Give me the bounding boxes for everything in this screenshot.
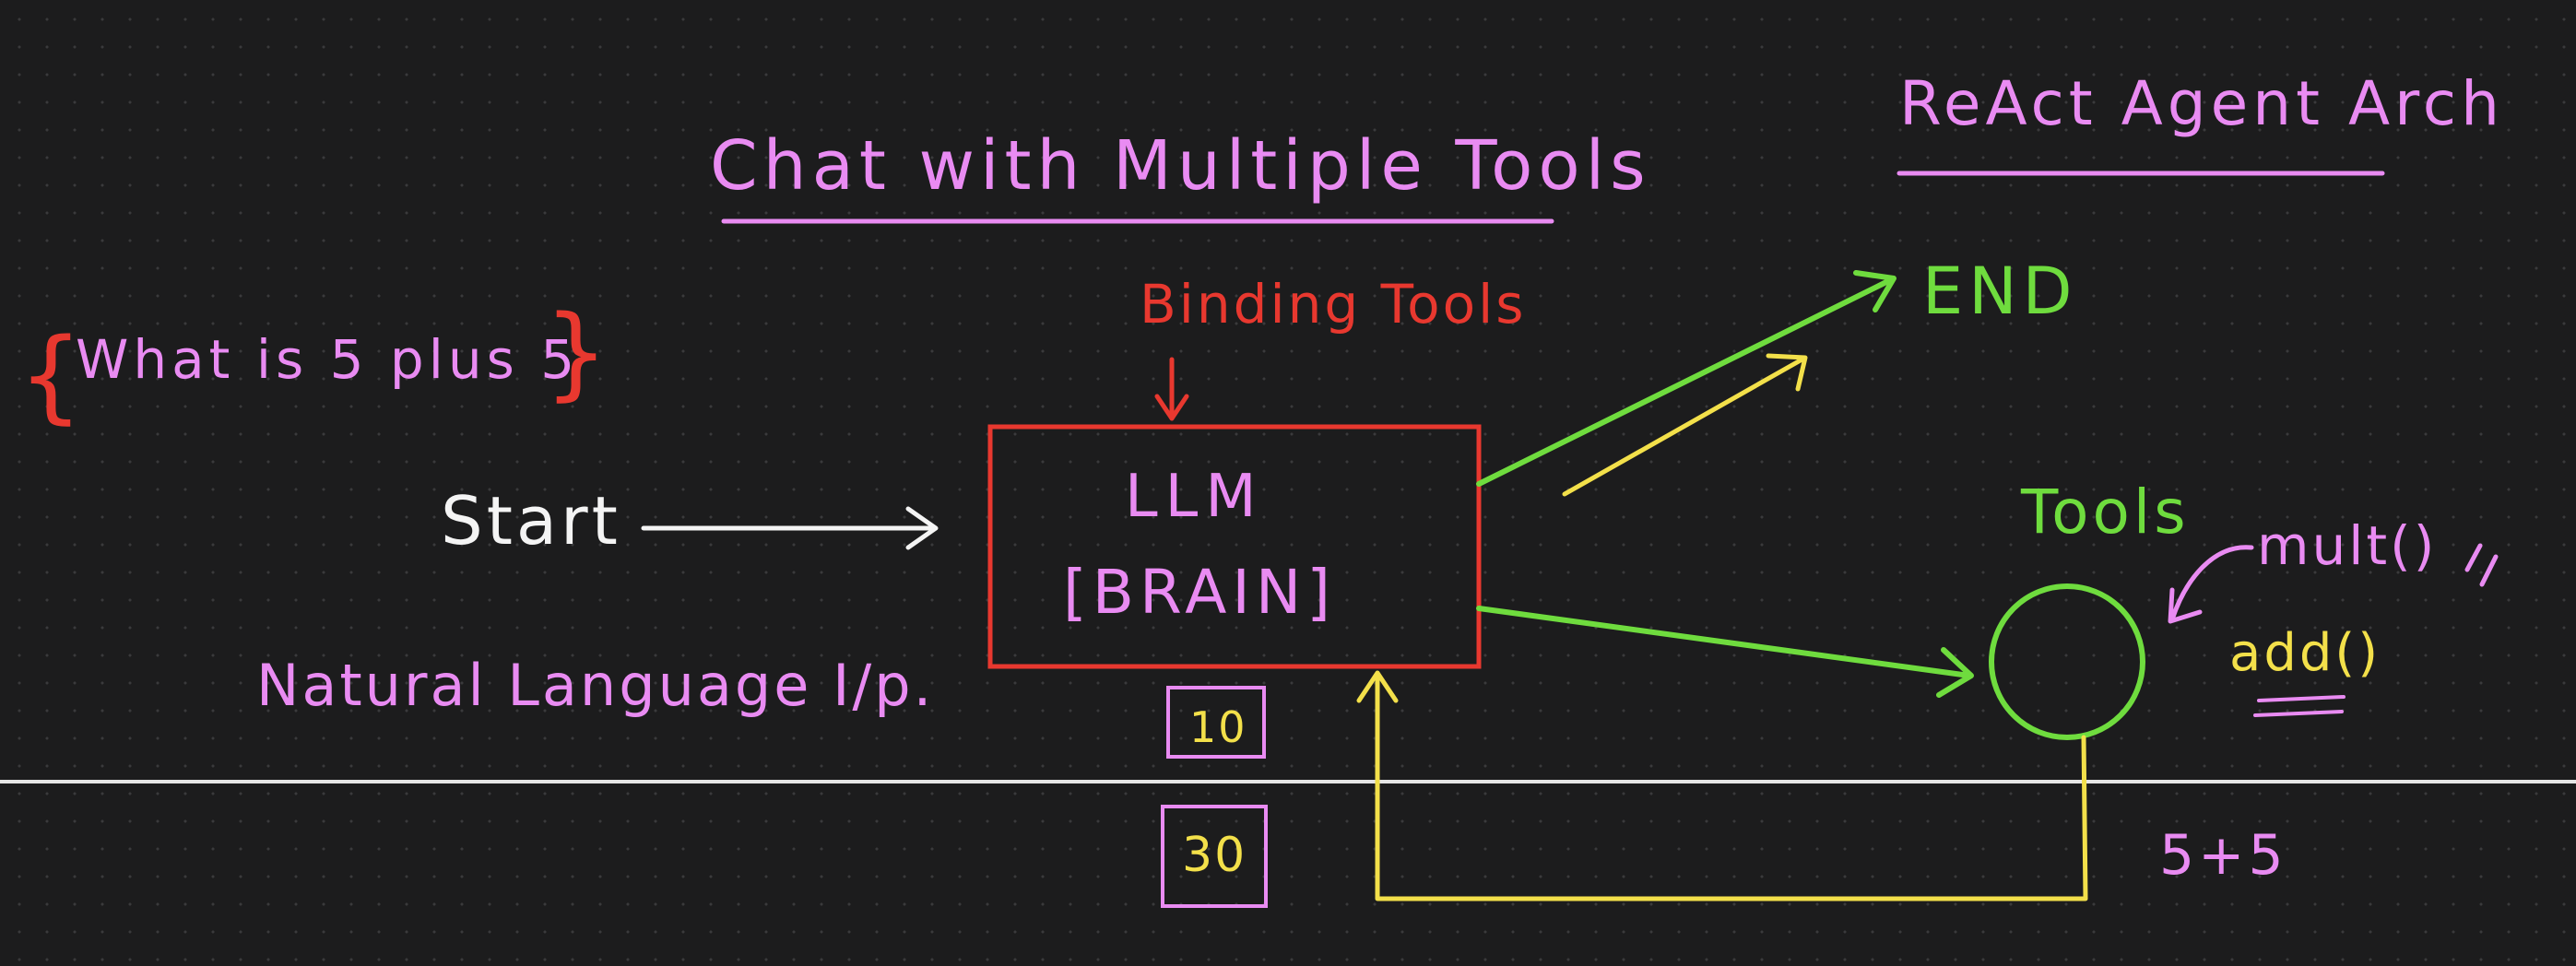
llm-to-tools-arrow (1476, 606, 1974, 698)
mult-slashes (2464, 543, 2499, 587)
tools-label: Tools (2020, 477, 2190, 548)
add-label: add() (2229, 623, 2381, 683)
llm-to-end-arrow (1476, 270, 1897, 487)
left-brace: { (18, 316, 83, 434)
end-label: END (1922, 253, 2078, 329)
main-title: Chat with Multiple Tools (710, 126, 1651, 206)
yellow-to-end-arrow (1562, 353, 1808, 497)
sum-expression: 5+5 (2159, 823, 2287, 888)
result-10-label: 10 (1189, 702, 1247, 752)
query-text: What is 5 plus 5 (76, 328, 579, 391)
corner-title: ReAct Agent Arch (1899, 68, 2504, 139)
llm-box (987, 424, 1482, 669)
add-underline (2253, 695, 2346, 717)
tools-to-llm-loop (1356, 670, 2088, 901)
mult-label: mult() (2257, 514, 2437, 577)
right-brace: } (544, 293, 609, 411)
result-10-box (1166, 686, 1266, 759)
natural-input-label: Natural Language I/p. (256, 652, 934, 719)
mult-arrow (2168, 545, 2254, 624)
binding-arrow (1154, 357, 1189, 421)
brain-label: [BRAIN] (1063, 557, 1336, 628)
binding-tools-label: Binding Tools (1140, 273, 1526, 336)
result-30-box (1161, 805, 1268, 908)
tools-node (1989, 583, 2145, 740)
start-label: Start (441, 482, 621, 560)
result-30-label: 30 (1182, 828, 1247, 883)
start-to-llm-arrow (641, 506, 939, 550)
llm-label: LLM (1125, 463, 1264, 531)
